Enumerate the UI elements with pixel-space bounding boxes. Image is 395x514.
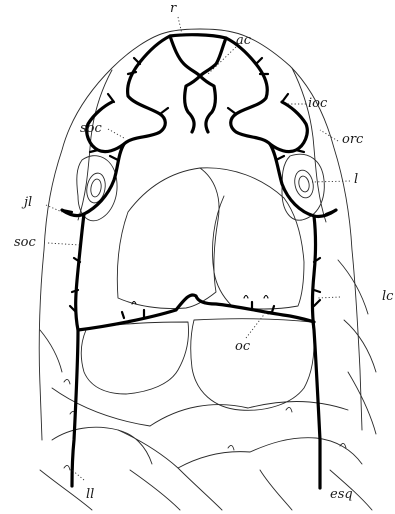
label-oc: oc [235,340,250,353]
label-r: r [170,2,176,15]
label-lc: lc [382,290,393,303]
label-soc-lower: soc [14,236,36,249]
head-outline-right [232,32,362,430]
label-l: l [354,173,358,186]
leader-lines [46,17,350,480]
label-esq: esq [330,488,353,501]
label-ioc: ioc [308,97,327,110]
snout-tip [168,29,232,32]
left-jugal-canal [72,214,84,486]
anterior-commissure-left [185,76,200,132]
label-ac: ac [236,34,251,47]
anterior-commissure-canal [200,76,215,132]
label-jl: jl [24,196,32,209]
right-postparietal-plate [191,319,314,411]
label-orc: orc [342,133,363,146]
right-infraorbital-canal [270,102,307,152]
left-parietal-plate [117,168,219,309]
right-supraorbital-canal [226,38,336,217]
label-ll: ll [86,488,94,501]
rostral-canal [170,35,226,76]
left-inner-margin [78,70,112,220]
occipital-commissure-canal [78,295,314,330]
left-postparietal-plate [81,322,188,394]
canal-branches [62,58,336,318]
left-supraorbital-canal [62,36,170,216]
label-soc-upper: soc [80,122,102,135]
right-inner-margin [292,68,326,222]
head-outline [39,32,168,440]
